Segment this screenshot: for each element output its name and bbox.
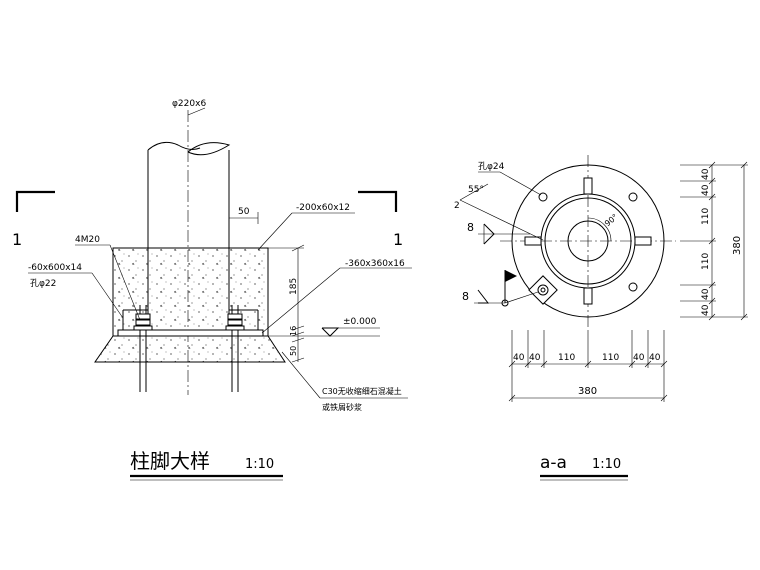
pipe-break-line	[147, 141, 201, 151]
mortar-label: 或铁屑砂浆	[322, 402, 362, 412]
angle-90-arc	[587, 217, 612, 242]
bottom-dim-3: 110	[558, 353, 575, 363]
bolt-leader	[109, 244, 141, 321]
right-total: 380	[732, 236, 743, 255]
hole-label: 孔φ24	[478, 161, 505, 172]
weld-8a: 8	[467, 221, 474, 234]
bottom-dim-4: 110	[602, 353, 619, 363]
right-dim-6: 40	[701, 304, 711, 316]
weld-8b: 8	[462, 290, 469, 303]
left-scale: 1:10	[245, 457, 274, 472]
level-triangle	[321, 327, 340, 337]
level-label: ±0.000	[343, 317, 377, 327]
section-a-a: 90° 孔φ24 55° 2 8 8	[454, 155, 748, 481]
right-dim-4: 110	[701, 253, 711, 270]
right-dim-1: 40	[701, 168, 711, 180]
weld-leader-2	[459, 199, 544, 241]
top-plate-label: -60x600x14	[28, 263, 82, 273]
stiffener-right-plate	[634, 236, 652, 246]
bottom-dim-1: 40	[513, 353, 525, 363]
dim-50b: 50	[289, 346, 298, 356]
right-dim-5: 40	[701, 288, 711, 300]
grout-base	[94, 335, 286, 363]
bottom-dim-2: 40	[529, 353, 541, 363]
bottom-dim-5: 40	[633, 353, 645, 363]
bottom-total: 380	[578, 386, 597, 397]
right-dim-3: 110	[701, 208, 711, 225]
right-dim-2: 40	[701, 184, 711, 196]
weld-55-leader	[459, 183, 489, 201]
stiffener-leader	[257, 212, 293, 251]
weld-flag	[505, 270, 517, 282]
right-title: a-a	[540, 453, 567, 473]
bolt-hole-br	[628, 282, 638, 292]
dim-185: 185	[289, 278, 299, 295]
weld-2: 2	[454, 201, 460, 211]
top-plate-hole: 孔φ22	[30, 278, 56, 289]
pipe-label: φ220x6	[172, 99, 206, 109]
stiffener-bottom	[583, 287, 593, 305]
right-dimension: 40 40 110 110 40 40 380	[680, 161, 748, 321]
bolt-hole-tr	[628, 192, 638, 202]
dim-50-label: 50	[238, 207, 250, 217]
angle-90: 90°	[603, 212, 620, 228]
bolt-label: 4M20	[75, 235, 100, 245]
highlighted-bolt	[528, 275, 558, 305]
concrete-label: C30无收缩细石混凝土	[322, 386, 402, 396]
base-plate-leader	[261, 267, 341, 334]
anchor-bolt-right	[225, 305, 245, 392]
angle-55: 55°	[468, 185, 484, 195]
right-scale: 1:10	[592, 457, 621, 472]
pipe-break-ellipse	[187, 142, 231, 156]
bolt-hole-tl	[538, 192, 548, 202]
stiffener-top	[583, 177, 593, 195]
concrete-leader	[281, 351, 321, 399]
dim-16: 16	[289, 326, 298, 336]
pipe-leader	[187, 107, 206, 116]
section-mark-left	[15, 190, 55, 212]
column-base-detail: φ220x6 1 1	[12, 99, 412, 481]
stiffener-left-plate	[524, 236, 542, 246]
base-plate	[117, 329, 264, 337]
hole-leader	[499, 171, 542, 196]
base-plate-label: -360x360x16	[345, 259, 405, 269]
top-plate-leader	[91, 272, 124, 319]
left-title: 柱脚大样	[130, 449, 210, 473]
stiffener-label: -200x60x12	[296, 203, 350, 213]
section-number-left: 1	[12, 230, 22, 249]
section-number-right: 1	[393, 230, 403, 249]
bottom-dim-6: 40	[649, 353, 661, 363]
section-mark-right	[358, 190, 398, 212]
bottom-dimension: 40 40 110 110 40 40 380	[508, 330, 668, 402]
